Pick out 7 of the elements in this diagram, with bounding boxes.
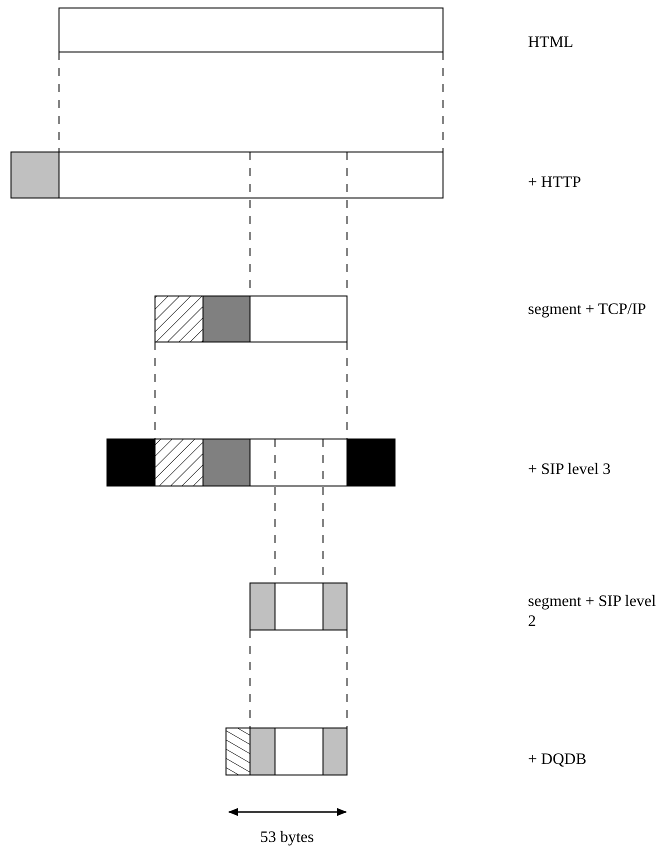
layer-label: HTML [528,33,574,53]
layer-label: + DQDB [528,750,588,770]
dimension-label: 53 bytes [259,828,315,848]
layer-label: segment + SIP level 2 [528,592,657,632]
layer-label: + HTTP [528,173,582,193]
layer-label: + SIP level 3 [528,460,612,480]
layer-label: segment + TCP/IP [528,300,648,320]
